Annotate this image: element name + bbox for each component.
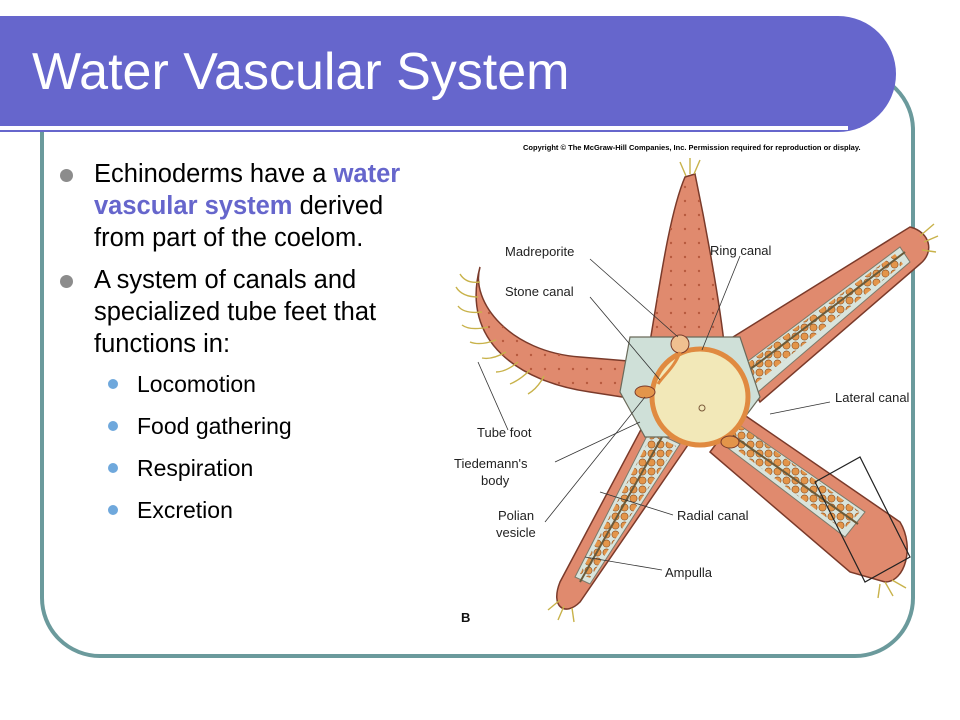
label-tiedemann-line1: Tiedemann's: [454, 456, 528, 471]
label-stone-canal: Stone canal: [505, 284, 574, 299]
ring-canal: [649, 346, 751, 448]
sub-bullet-excretion: Excretion: [60, 496, 440, 538]
panel-label: B: [461, 610, 470, 625]
central-disc: [619, 334, 761, 449]
sub-bullet-text: Respiration: [137, 455, 254, 481]
tube-feet-fringe: [455, 273, 545, 395]
label-ring-canal: Ring canal: [710, 243, 772, 258]
slide-title: Water Vascular System: [32, 43, 570, 101]
bullet-dot: [60, 275, 73, 288]
highlight-term: water vascular system: [94, 160, 401, 220]
arm-upper-right: [723, 223, 939, 404]
sub-bullet-text: Excretion: [137, 497, 233, 523]
bullet-text: Echinoderms have a: [94, 160, 334, 188]
sub-bullet-dot: [108, 421, 118, 431]
leader-lines: [477, 255, 831, 571]
sub-bullet-food: Food gathering: [60, 412, 440, 454]
arm-lower-left: [547, 421, 692, 623]
sub-bullet-dot: [108, 379, 118, 389]
sub-bullet-text: Locomotion: [137, 371, 256, 397]
sub-bullet-dot: [108, 463, 118, 473]
starfish-diagram: Madreporite Ring canal Stone canal Later…: [454, 158, 939, 625]
label-polian-line2: vesicle: [496, 525, 536, 540]
label-tiedemann-line2: body: [481, 473, 510, 488]
cutaway-box: [814, 456, 911, 583]
bullet-dot: [60, 169, 73, 182]
label-madreporite: Madreporite: [505, 244, 574, 259]
label-polian-line1: Polian: [498, 508, 534, 523]
sub-bullet-dot: [108, 505, 118, 515]
label-tube-foot: Tube foot: [477, 425, 532, 440]
bullet-list: Echinoderms have a water vascular system…: [60, 158, 440, 538]
madreporite-shape: [670, 334, 690, 354]
sub-bullet-respiration: Respiration: [60, 454, 440, 496]
sub-bullet-text: Food gathering: [137, 413, 292, 439]
title-bar: [0, 16, 896, 132]
bullet-text: derived from part of the coelom.: [94, 192, 384, 252]
bullet-text: A system of canals and specialized tube …: [94, 266, 377, 358]
arm-lower-right: [708, 410, 911, 599]
copyright-notice: Copyright © The McGraw-Hill Companies, I…: [523, 143, 861, 152]
bullet-canals: A system of canals and specialized tube …: [60, 264, 440, 360]
label-ampulla: Ampulla: [665, 565, 713, 580]
bullet-water-vascular: Echinoderms have a water vascular system…: [60, 158, 440, 254]
label-lateral-canal: Lateral canal: [835, 390, 910, 405]
title-underline: [0, 126, 848, 130]
stone-canal: [656, 351, 682, 385]
sub-bullet-locomotion: Locomotion: [60, 370, 440, 412]
label-radial-canal: Radial canal: [677, 508, 749, 523]
